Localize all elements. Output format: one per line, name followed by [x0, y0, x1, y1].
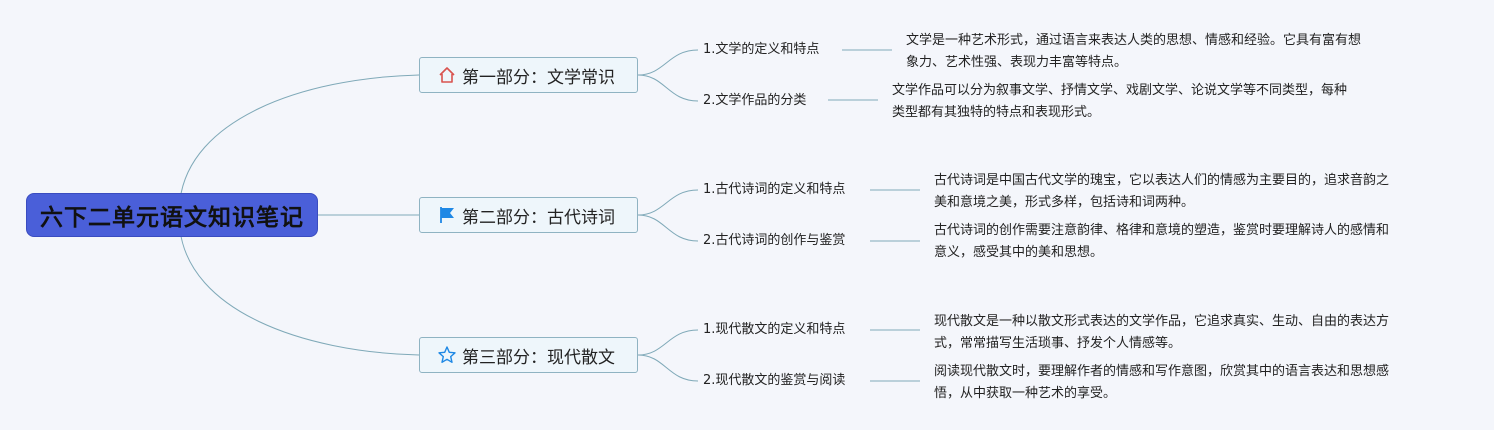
connector-root-section-1: [179, 74, 420, 201]
star-icon: [436, 344, 458, 366]
section-title: 第一部分：文学常识: [462, 67, 615, 88]
connector-s3-item2: [637, 354, 699, 382]
note-literature-classification: 文学作品可以分为叙事文学、抒情文学、戏剧文学、论说文学等不同类型，每种 类型都有…: [892, 83, 1348, 120]
subtopic-poetry-definition[interactable]: 1.古代诗词的定义和特点: [703, 182, 846, 197]
root-topic[interactable]: 六下二单元语文知识笔记: [26, 193, 318, 237]
subtopic-poetry-creation[interactable]: 2.古代诗词的创作与鉴赏: [703, 233, 846, 248]
home-icon: [436, 64, 458, 86]
connector-root-section-3: [179, 229, 420, 356]
connector-s1-item1: [637, 49, 699, 76]
connector-s2-item1: [637, 189, 699, 216]
section-modern-prose[interactable]: 第三部分：现代散文: [419, 337, 638, 373]
flag-icon: [436, 204, 458, 226]
subtopic-prose-reading[interactable]: 2.现代散文的鉴赏与阅读: [703, 373, 846, 388]
subtopic-literature-classification[interactable]: 2.文学作品的分类: [703, 93, 807, 108]
connector-s2-item2: [637, 214, 699, 242]
section-title: 第二部分：古代诗词: [462, 207, 615, 228]
section-title: 第三部分：现代散文: [462, 347, 615, 368]
note-prose-reading: 阅读现代散文时，要理解作者的情感和写作意图，欣赏其中的语言表达和思想感 悟，从中…: [934, 364, 1390, 401]
note-poetry-definition: 古代诗词是中国古代文学的瑰宝，它以表达人们的情感为主要目的，追求音韵之 美和意境…: [934, 173, 1390, 210]
section-ancient-poetry[interactable]: 第二部分：古代诗词: [419, 197, 638, 233]
connector-s1-item2: [637, 74, 699, 102]
note-literature-definition: 文学是一种艺术形式，通过语言来表达人类的思想、情感和经验。它具有富有想 象力、艺…: [906, 33, 1362, 70]
subtopic-literature-definition[interactable]: 1.文学的定义和特点: [703, 42, 820, 57]
subtopic-prose-definition[interactable]: 1.现代散文的定义和特点: [703, 322, 846, 337]
note-prose-definition: 现代散文是一种以散文形式表达的文学作品，它追求真实、生动、自由的表达方 式，常常…: [934, 314, 1390, 351]
section-literature-basics[interactable]: 第一部分：文学常识: [419, 57, 638, 93]
connector-s3-item1: [637, 329, 699, 356]
note-poetry-creation: 古代诗词的创作需要注意韵律、格律和意境的塑造，鉴赏时要理解诗人的感情和 意义，感…: [934, 223, 1390, 260]
root-title: 六下二单元语文知识笔记: [40, 205, 304, 231]
